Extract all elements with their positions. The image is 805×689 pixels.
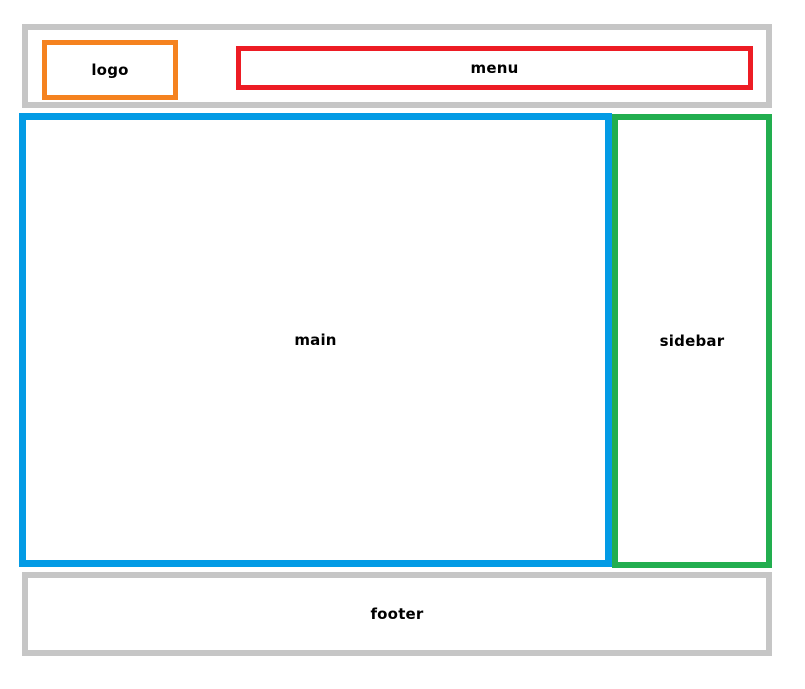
logo-label: logo bbox=[91, 60, 129, 79]
footer-box[interactable]: footer bbox=[22, 572, 772, 656]
main-label: main bbox=[294, 330, 337, 349]
menu-label: menu bbox=[470, 58, 519, 77]
sidebar-label: sidebar bbox=[659, 331, 725, 350]
footer-label: footer bbox=[370, 604, 424, 623]
menu-box[interactable]: menu bbox=[236, 46, 753, 90]
main-content-box[interactable]: main bbox=[19, 113, 612, 567]
header-region bbox=[22, 24, 772, 108]
logo-box[interactable]: logo bbox=[42, 40, 178, 100]
sidebar-box[interactable]: sidebar bbox=[612, 114, 772, 568]
